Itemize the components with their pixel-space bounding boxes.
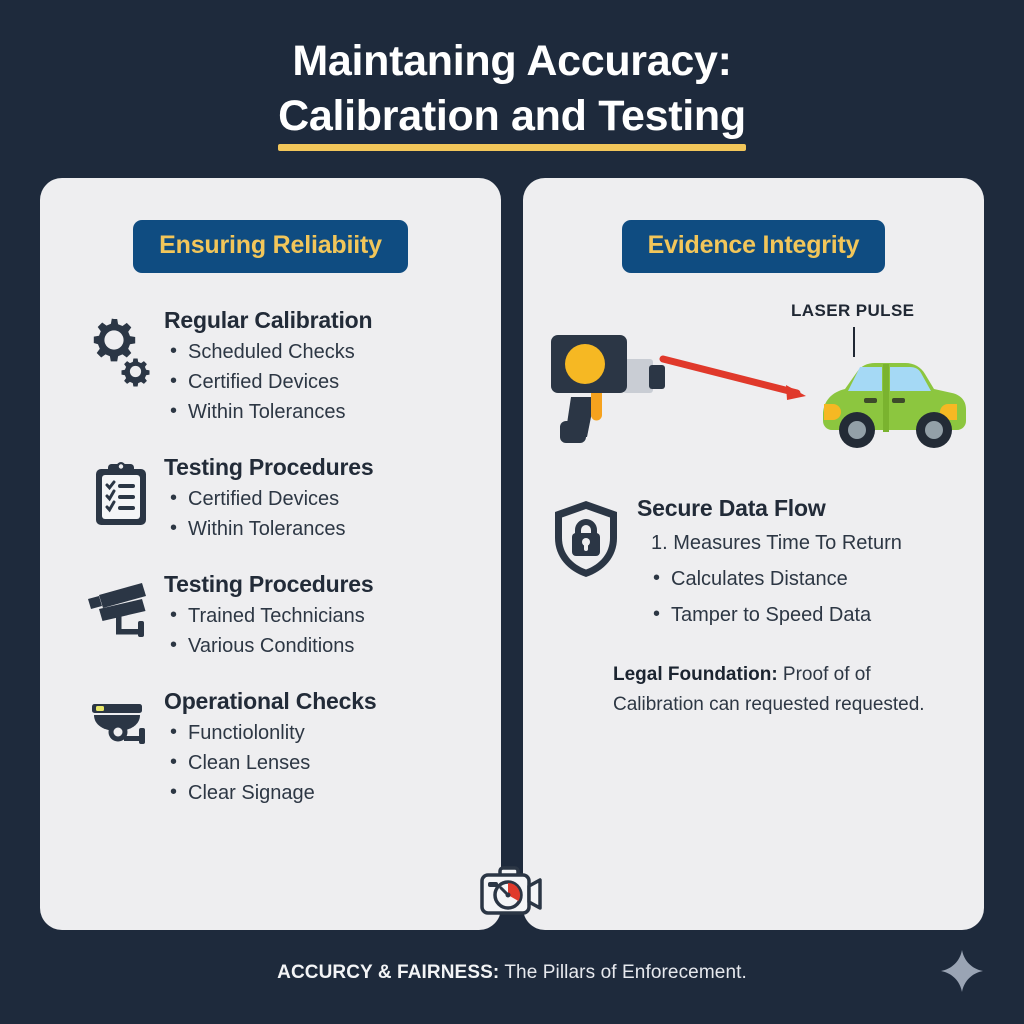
title-underline <box>278 144 746 151</box>
bullet-item: Trained Technicians <box>164 600 471 631</box>
dome-camera-icon <box>82 688 160 758</box>
numbered-item: 1. Measures Time To Return <box>651 532 902 554</box>
section-body: Testing Procedures Certified Devices Wit… <box>160 454 471 544</box>
section-title: Secure Data Flow <box>637 495 826 521</box>
left-panel-header: Ensuring Reliabiity <box>133 220 408 273</box>
section-bullets: 1. Measures Time To Return Calculates Di… <box>637 525 962 633</box>
panels-container: Ensuring Reliabiity Regular Calibration <box>40 178 984 930</box>
laser-pointer-line <box>853 327 855 357</box>
camera-speedometer-icon <box>479 866 545 920</box>
section-title: Operational Checks <box>164 688 377 714</box>
left-panel-header-wrap: Ensuring Reliabiity <box>40 220 501 273</box>
laser-speed-gun-icon <box>551 335 665 443</box>
left-panel-sections: Regular Calibration Scheduled Checks Cer… <box>40 307 501 808</box>
section-regular-calibration: Regular Calibration Scheduled Checks Cer… <box>82 307 471 427</box>
section-body: Secure Data Flow 1. Measures Time To Ret… <box>633 495 962 633</box>
laser-illustration: LASER PULSE <box>523 297 984 487</box>
bullet-item: Scheduled Checks <box>164 336 471 367</box>
right-panel-header: Evidence Integrity <box>621 220 886 273</box>
security-camera-icon <box>82 571 160 641</box>
legal-foundation-label: Legal Foundation: <box>613 664 778 685</box>
section-body: Regular Calibration Scheduled Checks Cer… <box>160 307 471 427</box>
bullet-item: Calculates Distance <box>637 560 962 597</box>
page-title: Maintaning Accuracy: Calibration and Tes… <box>0 34 1024 151</box>
left-panel: Ensuring Reliabiity Regular Calibration <box>40 178 501 930</box>
bullet-item: Within Tolerances <box>164 513 471 544</box>
bullet-item: Tamper to Speed Data <box>637 596 962 633</box>
section-title: Regular Calibration <box>164 307 373 333</box>
right-panel-header-wrap: Evidence Integrity <box>523 220 984 273</box>
sparkle-icon <box>938 947 986 995</box>
title-line-2-wrap: Calibration and Testing <box>278 89 746 151</box>
section-title: Testing Procedures <box>164 454 374 480</box>
bullet-item: Certified Devices <box>164 366 471 397</box>
title-line-2: Calibration and Testing <box>278 92 746 140</box>
bullet-item: Clear Signage <box>164 777 471 808</box>
section-testing-procedures-1: Testing Procedures Certified Devices Wit… <box>82 454 471 544</box>
section-title: Testing Procedures <box>164 571 374 597</box>
legal-foundation-note: Legal Foundation: Proof of of Calibratio… <box>613 660 948 720</box>
section-secure-data-flow: Secure Data Flow 1. Measures Time To Ret… <box>539 495 962 633</box>
bullet-item: Within Tolerances <box>164 396 471 427</box>
section-body: Operational Checks Functiolonlity Clean … <box>160 688 471 808</box>
shield-lock-icon <box>539 495 633 579</box>
footer: ACCURCY & FAIRNESS: The Pillars of Enfor… <box>0 962 1024 984</box>
section-bullets: Certified Devices Within Tolerances <box>164 483 471 544</box>
clipboard-checklist-icon <box>82 454 160 528</box>
section-bullets: Scheduled Checks Certified Devices Withi… <box>164 336 471 427</box>
section-operational-checks: Operational Checks Functiolonlity Clean … <box>82 688 471 808</box>
legal-foundation-text: Proof of of Calibration can requested re… <box>613 664 925 715</box>
section-bullets: Functiolonlity Clean Lenses Clear Signag… <box>164 717 471 808</box>
laser-pulse-label: LASER PULSE <box>791 301 915 320</box>
bullet-item: Various Conditions <box>164 630 471 661</box>
section-bullets: Trained Technicians Various Conditions <box>164 600 471 661</box>
bullet-item: Clean Lenses <box>164 747 471 778</box>
green-car-icon <box>823 363 966 448</box>
right-panel: Evidence Integrity LASER PULSE <box>523 178 984 930</box>
bullet-item: Functiolonlity <box>164 717 471 748</box>
footer-bold-text: ACCURCY & FAIRNESS: <box>277 962 500 983</box>
red-arrow-icon <box>659 355 806 400</box>
gears-icon <box>82 307 160 387</box>
right-panel-sections: Secure Data Flow 1. Measures Time To Ret… <box>523 495 984 633</box>
title-line-1: Maintaning Accuracy: <box>292 37 732 85</box>
bullet-item: Certified Devices <box>164 483 471 514</box>
footer-light-text: The Pillars of Enforecement. <box>499 962 747 983</box>
section-body: Testing Procedures Trained Technicians V… <box>160 571 471 661</box>
section-testing-procedures-2: Testing Procedures Trained Technicians V… <box>82 571 471 661</box>
